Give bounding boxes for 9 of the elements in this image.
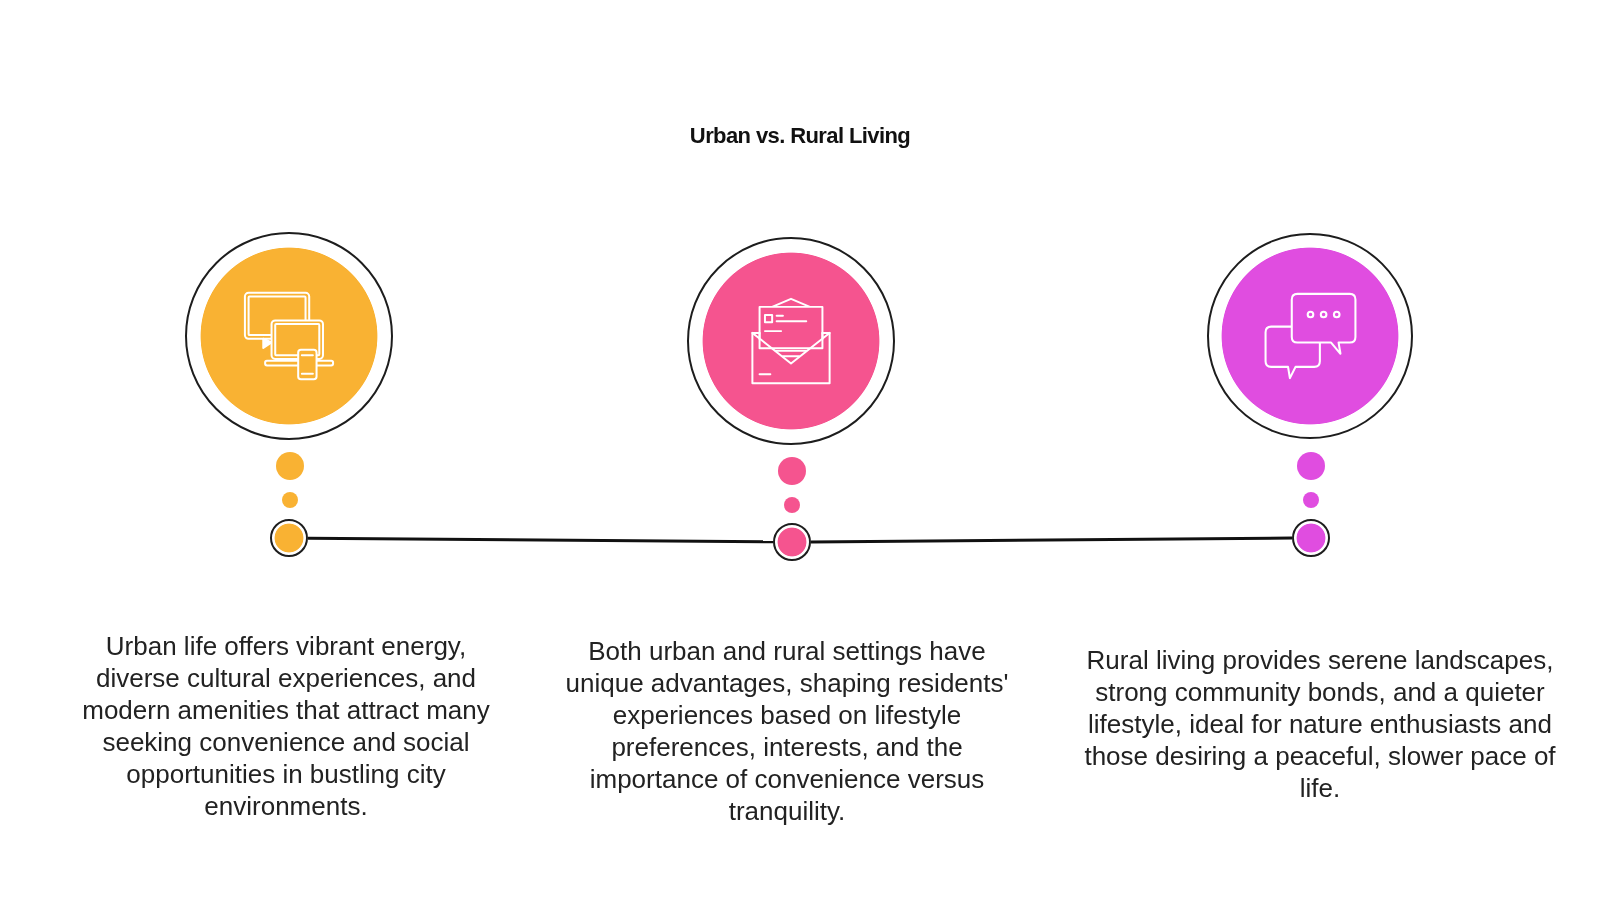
description-text: Both urban and rural settings have unique advantages, shaping residents' experiences based on lifestyle preferences, interests, and the importance of convenience versus tranquility. [564,635,1010,827]
title: Urban vs. Rural Living [688,123,912,149]
connector-line [811,536,1292,544]
circle-node [773,523,811,561]
circle-node [270,519,308,557]
description-text: Rural living provides serene landscapes, strong community bonds, and a quieter lifestyle, ideal for nature enthusiasts and those desiring a peaceful, slower pace of life. [1083,644,1557,804]
description-text: Urban life offers vibrant energy, diverse cultural experiences, and modern amenities that attract many seeking convenience and social opportunities in bustling city environments. [81,630,491,822]
circle-node [1292,519,1330,557]
connector-line [308,536,773,544]
